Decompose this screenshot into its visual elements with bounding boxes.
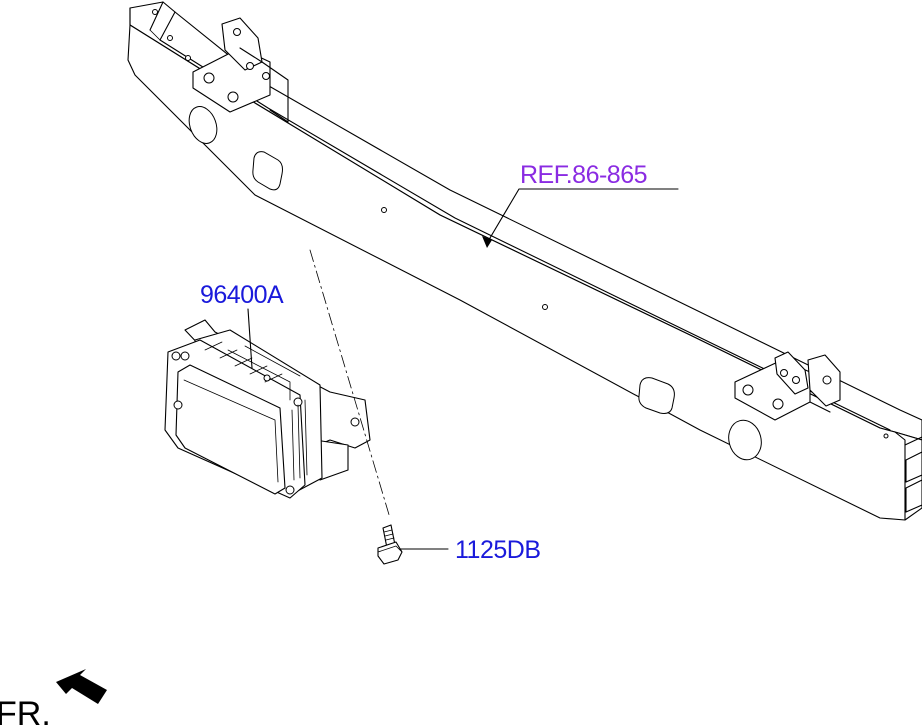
- bumper-beam: [127, 1, 922, 521]
- module-unit: [164, 319, 371, 499]
- front-direction-indicator: FR.: [0, 669, 107, 727]
- bolt: [377, 524, 403, 565]
- module-label: 96400A: [200, 281, 284, 309]
- front-direction-text: FR.: [0, 695, 51, 727]
- leader-lines: [247, 188, 679, 550]
- front-arrow-icon: [56, 669, 107, 704]
- assembly-centerline: [309, 249, 391, 519]
- ref-label: REF.86-865: [520, 161, 647, 189]
- bolt-label: 1125DB: [455, 536, 541, 564]
